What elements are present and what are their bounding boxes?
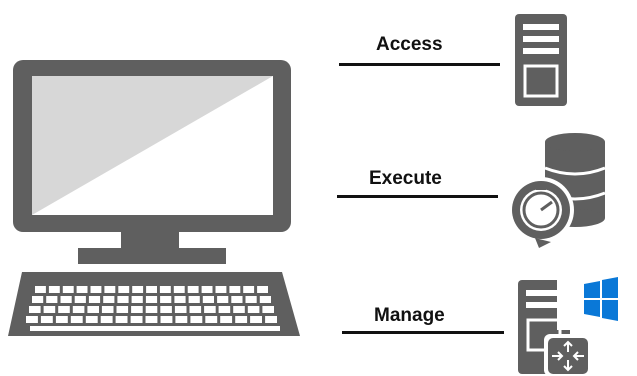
keyboard-key bbox=[87, 306, 99, 313]
keyboard-key bbox=[250, 316, 262, 323]
keyboard-key bbox=[74, 296, 86, 303]
keyboard-key bbox=[145, 296, 158, 303]
keyboard-key bbox=[175, 316, 188, 323]
keyboard-key bbox=[100, 316, 113, 323]
access-label: Access bbox=[376, 34, 443, 55]
keyboard-key bbox=[174, 306, 187, 313]
keyboard-key bbox=[29, 306, 41, 313]
keyboard-key bbox=[85, 316, 98, 323]
keyboard-key bbox=[190, 316, 203, 323]
keyboard-key bbox=[55, 316, 68, 323]
keyboard-keys bbox=[26, 286, 280, 331]
keyboard-key bbox=[72, 306, 85, 313]
keyboard-key bbox=[116, 306, 129, 313]
keyboard-key bbox=[188, 296, 200, 303]
network-arrows-icon bbox=[552, 340, 584, 372]
manage-label: Manage bbox=[374, 305, 445, 326]
keyboard-key bbox=[262, 306, 274, 313]
keyboard-key bbox=[145, 306, 158, 313]
keyboard-key bbox=[160, 316, 173, 323]
manage-connector-line bbox=[342, 331, 504, 334]
keyboard-key bbox=[132, 286, 144, 293]
execute-label: Execute bbox=[369, 168, 442, 189]
keyboard-key bbox=[43, 306, 56, 313]
keyboard-key bbox=[35, 286, 46, 293]
keyboard-key bbox=[58, 306, 70, 313]
keyboard-key bbox=[26, 316, 38, 323]
keyboard-key bbox=[218, 306, 231, 313]
keyboard-key bbox=[90, 286, 102, 293]
keyboard-key bbox=[173, 286, 185, 293]
keyboard-key bbox=[160, 296, 172, 303]
keyboard-key bbox=[220, 316, 233, 323]
access-connector-line bbox=[339, 63, 500, 66]
keyboard-key bbox=[103, 296, 115, 303]
keyboard-key bbox=[265, 316, 277, 323]
keyboard-key bbox=[215, 286, 227, 293]
server-network-windows-icon bbox=[518, 268, 637, 376]
keyboard-key bbox=[76, 286, 88, 293]
keyboard-key bbox=[160, 306, 172, 313]
keyboard-key bbox=[48, 286, 60, 293]
server-tower-icon bbox=[515, 14, 567, 106]
keyboard-key bbox=[62, 286, 74, 293]
keyboard-key bbox=[131, 296, 143, 303]
keyboard-key bbox=[231, 296, 243, 303]
keyboard-key bbox=[117, 296, 129, 303]
keyboard-key bbox=[60, 296, 72, 303]
keyboard-key bbox=[115, 316, 128, 323]
keyboard-key bbox=[104, 286, 116, 293]
keyboard-key bbox=[159, 286, 171, 293]
desktop-computer-icon bbox=[8, 60, 300, 336]
keyboard-key bbox=[130, 316, 143, 323]
keyboard-key bbox=[247, 306, 260, 313]
keyboard-key bbox=[70, 316, 83, 323]
keyboard-key bbox=[233, 306, 245, 313]
keyboard-key bbox=[189, 306, 202, 313]
windows-logo-icon bbox=[584, 277, 618, 321]
keyboard-key bbox=[201, 286, 213, 293]
keyboard-key bbox=[174, 296, 186, 303]
keyboard-key bbox=[118, 286, 130, 293]
keyboard-key bbox=[146, 286, 157, 293]
keyboard-key bbox=[145, 316, 158, 323]
keyboard-key bbox=[243, 286, 255, 293]
execute-connector-line bbox=[337, 195, 498, 198]
keyboard-key bbox=[245, 296, 257, 303]
keyboard-key bbox=[88, 296, 101, 303]
keyboard-key bbox=[187, 286, 199, 293]
keyboard-key bbox=[235, 316, 248, 323]
keyboard-key bbox=[32, 296, 44, 303]
keyboard-key bbox=[101, 306, 114, 313]
keyboard-key bbox=[202, 296, 214, 303]
keyboard-key bbox=[40, 316, 53, 323]
keyboard-key bbox=[204, 306, 216, 313]
keyboard-key bbox=[257, 286, 268, 293]
keyboard-spacebar bbox=[30, 326, 280, 331]
database-clock-icon bbox=[508, 133, 606, 248]
keyboard-key bbox=[205, 316, 218, 323]
keyboard-key bbox=[217, 296, 229, 303]
keyboard-key bbox=[131, 306, 143, 313]
keyboard-key bbox=[46, 296, 58, 303]
keyboard-key bbox=[259, 296, 271, 303]
keyboard-key bbox=[229, 286, 241, 293]
